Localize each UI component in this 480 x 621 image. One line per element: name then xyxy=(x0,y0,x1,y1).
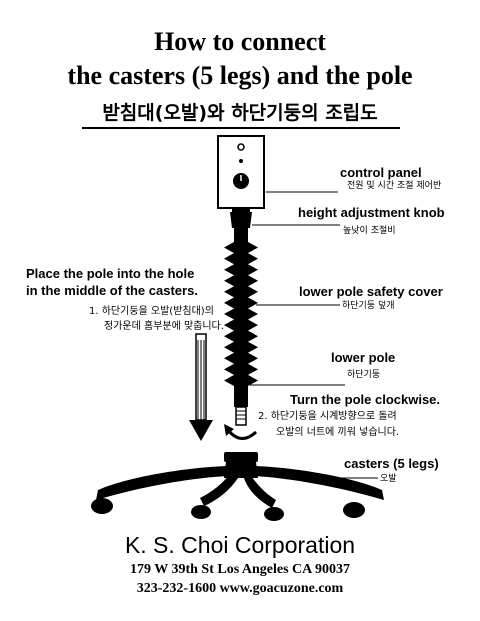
clockwise-arrow-icon xyxy=(226,429,258,440)
knob-collar xyxy=(232,208,250,212)
upper-pole xyxy=(234,228,248,242)
instruction-step2-line1: 2. 하단기둥을 시계방향으로 돌려 xyxy=(258,411,397,422)
label-casters-ko: 오발 xyxy=(380,474,397,484)
korean-title-underline xyxy=(82,127,400,129)
korean-title: 받침대(오발)와 하단기둥의 조립도 xyxy=(102,102,378,124)
label-lower-pole-ko: 하단기둥 xyxy=(347,370,381,380)
title-line-1: How to connect xyxy=(154,27,326,56)
label-casters: casters (5 legs) xyxy=(344,456,439,471)
caster-wheel-icon xyxy=(91,498,113,514)
caster-leg-front-right xyxy=(244,474,276,508)
instruction-step1-line2: 정가운데 홈부분에 맞춥니다. xyxy=(104,321,224,332)
height-knob-icon xyxy=(230,212,252,228)
instruction-step1-line1: 1. 하단기둥을 오발(받침대)의 xyxy=(89,306,214,317)
caster-wheel-icon xyxy=(343,502,365,518)
company-name: K. S. Choi Corporation xyxy=(124,532,356,558)
caster-leg-left xyxy=(96,466,228,500)
caster-leg-right xyxy=(254,466,384,500)
instruction-place-line2: in the middle of the casters. xyxy=(26,283,198,298)
caster-wheel-icon xyxy=(264,507,284,521)
title-line-2: the casters (5 legs) and the pole xyxy=(67,61,413,90)
caster-hub-top xyxy=(224,452,258,462)
caster-hub xyxy=(224,462,258,478)
label-control-panel: control panel xyxy=(340,165,422,180)
instruction-place-line1: Place the pole into the hole xyxy=(26,266,195,281)
safety-cover-bellows xyxy=(224,242,258,386)
instruction-turn: Turn the pole clockwise. xyxy=(290,392,441,407)
caster-leg-front-left xyxy=(200,474,238,506)
instruction-step2-line2: 오발의 너트에 끼워 넣습니다. xyxy=(276,427,400,438)
lower-pole-shaft xyxy=(234,385,248,407)
label-lower-pole: lower pole xyxy=(331,350,396,365)
indicator-light-icon xyxy=(237,143,245,151)
company-contact: 323-232-1600 www.goacuzone.com xyxy=(136,581,344,596)
label-control-panel-ko: 전원 및 시간 조절 제어반 xyxy=(347,181,442,191)
pole-thread xyxy=(235,406,247,426)
label-height-knob-ko: 높낮이 조절비 xyxy=(343,226,396,236)
company-address: 179 W 39th St Los Angeles CA 90037 xyxy=(129,562,350,577)
indicator-dot-icon xyxy=(239,159,243,163)
label-safety-cover-ko: 하단기둥 덮개 xyxy=(342,301,395,311)
caster-wheel-icon xyxy=(191,505,211,519)
label-height-knob: height adjustment knob xyxy=(298,205,445,220)
label-safety-cover: lower pole safety cover xyxy=(299,284,443,299)
down-arrow-icon xyxy=(189,420,213,441)
